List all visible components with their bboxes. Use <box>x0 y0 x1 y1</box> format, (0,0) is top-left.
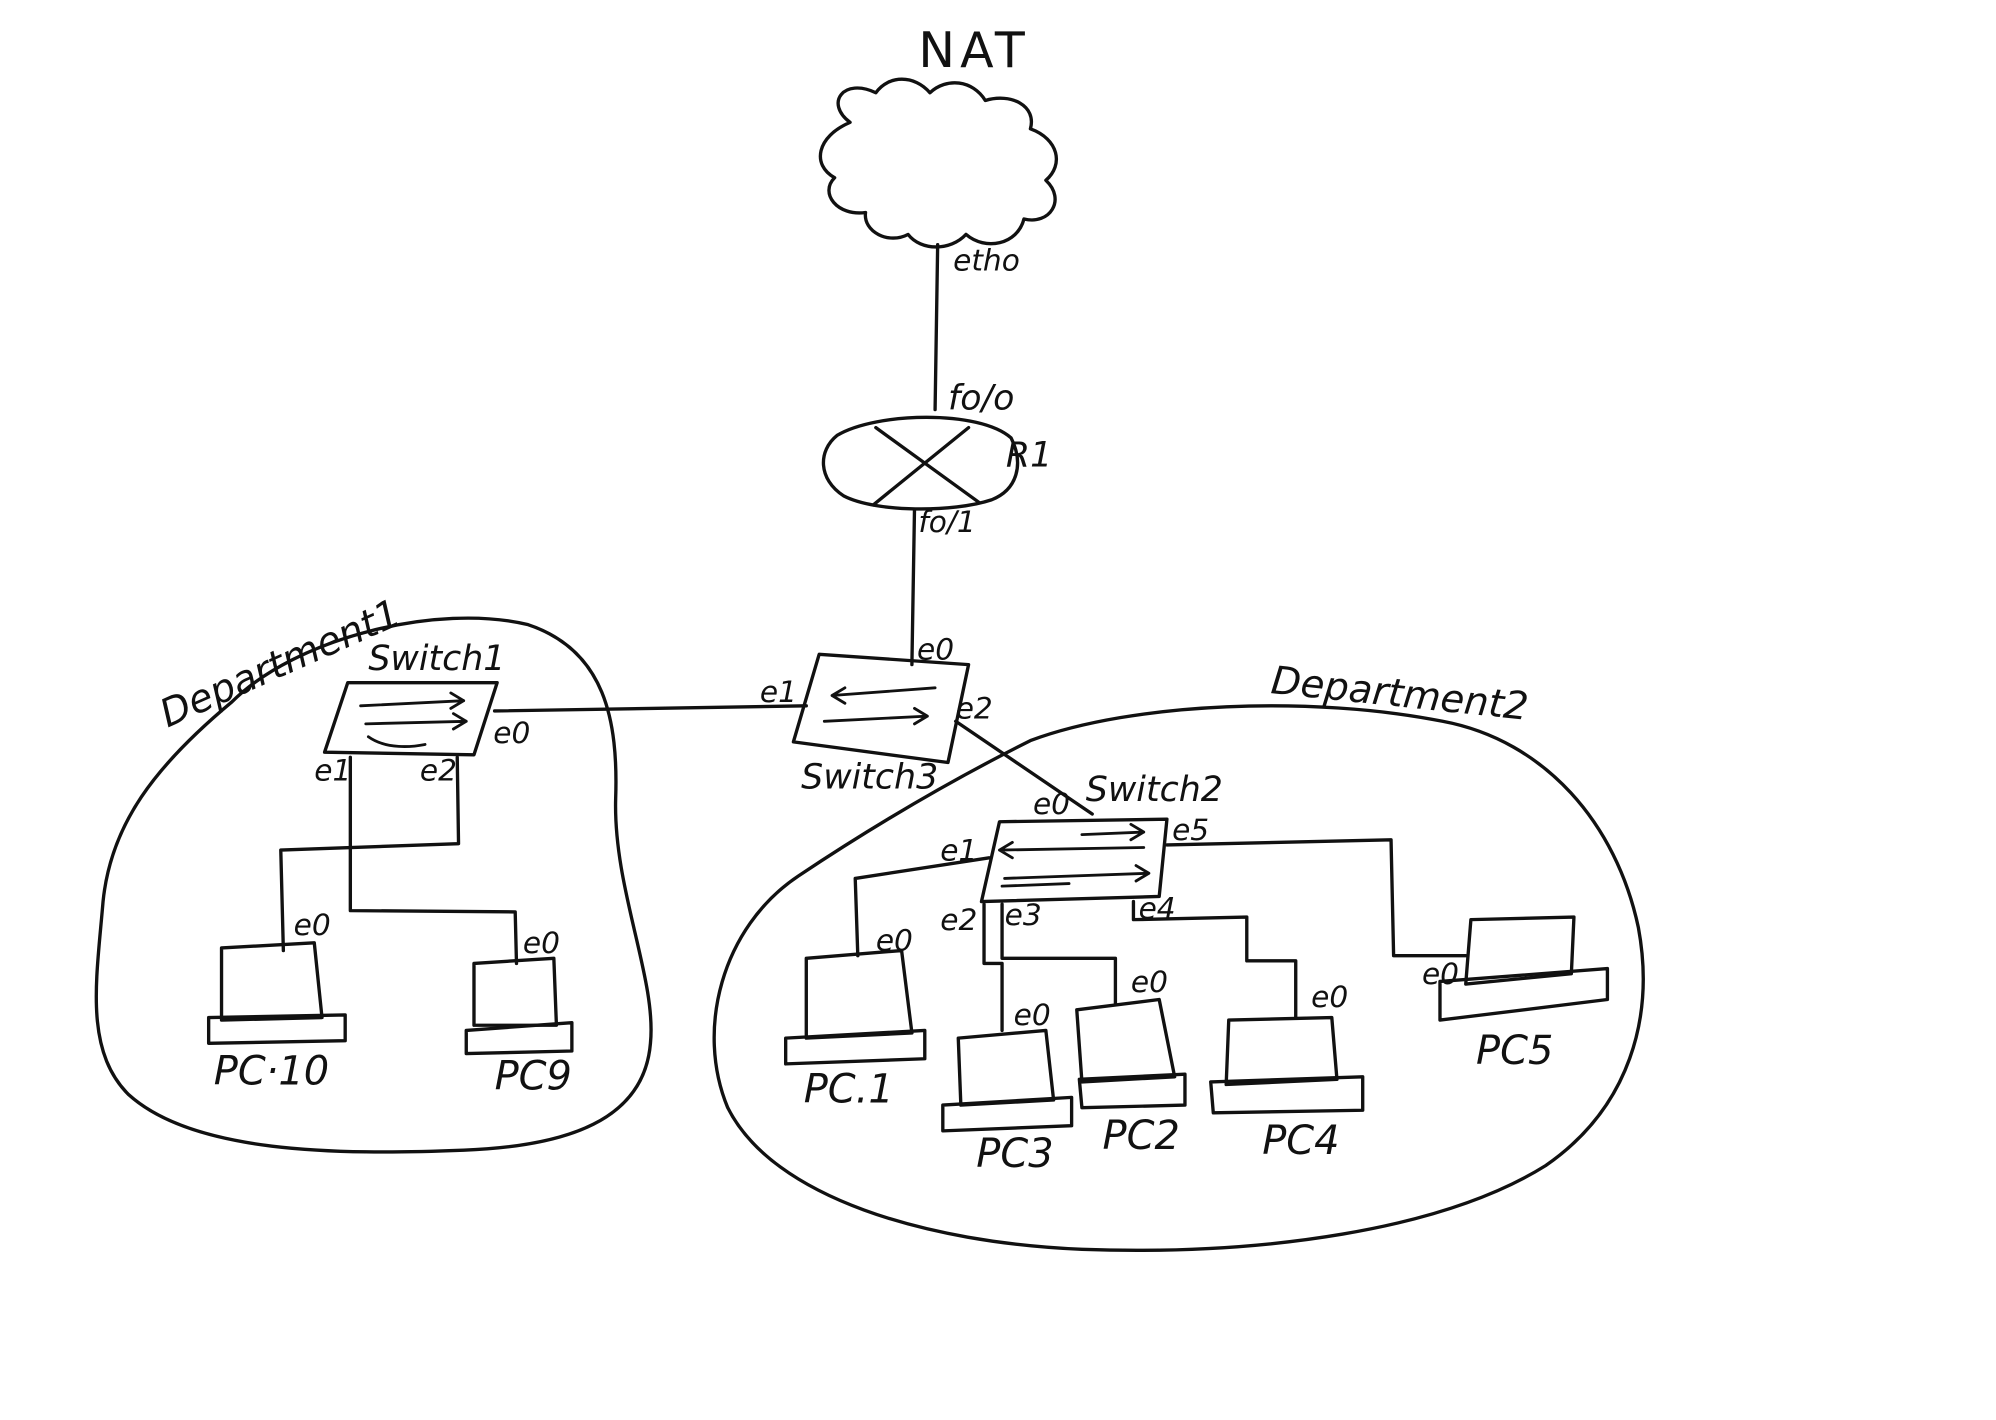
pc2-label: PC2 <box>1103 1113 1180 1159</box>
switch3-port-top-label: e0 <box>917 632 954 666</box>
pc3-port-label: e0 <box>1014 998 1051 1032</box>
link-switch2-pc3 <box>982 902 1004 1033</box>
pc-base-icon <box>1077 1072 1187 1110</box>
link-switch1-pc10 <box>279 755 461 953</box>
switch3-label: Switch3 <box>801 757 938 797</box>
pc1-label: PC.1 <box>804 1067 894 1113</box>
department2-boundary <box>712 704 1645 1252</box>
pc-monitor-icon <box>219 941 324 1022</box>
pc4-port-label: e0 <box>1311 980 1348 1014</box>
switch2-port-top-label: e0 <box>1033 787 1070 821</box>
pc2[interactable]: e0 PC2 <box>1075 965 1187 1159</box>
pc5-port-label: e0 <box>1422 957 1459 991</box>
router-r1[interactable]: fo/o R1 fo/1 <box>821 379 1052 539</box>
pc-base-icon <box>464 1020 574 1056</box>
pc10-port-label: e0 <box>294 908 331 942</box>
switch-arrows-icon <box>822 686 937 726</box>
router-label: R1 <box>1006 435 1052 475</box>
switch2-label: Switch2 <box>1086 770 1223 810</box>
link-switch1-pc9 <box>348 755 519 966</box>
pc-monitor-icon <box>956 1028 1056 1107</box>
link-r1-switch3 <box>910 508 917 667</box>
router-port-top-label: fo/o <box>948 379 1014 419</box>
department1-boundary <box>94 616 653 1154</box>
link-nat-r1 <box>933 243 940 412</box>
switch-icon <box>791 652 971 765</box>
switch3-port-left-label: e1 <box>760 675 797 709</box>
pc4[interactable]: e0 PC4 <box>1209 980 1365 1164</box>
link-switch2-pc2 <box>1000 902 1118 1007</box>
link-switch3-switch1 <box>492 704 808 713</box>
switch-arrows-icon <box>998 822 1151 888</box>
pc-monitor-icon <box>1224 1015 1339 1087</box>
switch2-port-e2-label: e2 <box>940 903 977 937</box>
pc-base-icon <box>206 1013 347 1045</box>
pc3-label: PC3 <box>976 1131 1053 1177</box>
cloud-icon <box>818 77 1058 249</box>
switch2-port-e3-label: e3 <box>1005 898 1042 932</box>
switch-icon <box>979 817 1169 904</box>
nat-cloud-label: NAT <box>918 22 1030 79</box>
pc1[interactable]: e0 PC.1 <box>784 924 927 1113</box>
pc-base-icon <box>1438 966 1610 1022</box>
pc-base-icon <box>1209 1075 1365 1115</box>
pc5[interactable]: e0 PC5 <box>1422 915 1610 1074</box>
pc-monitor-icon <box>1075 997 1177 1084</box>
pc10-label: PC·10 <box>214 1048 329 1094</box>
pc-monitor-icon <box>472 956 559 1027</box>
switch1[interactable]: Switch1 e0 e1 e2 <box>314 639 530 788</box>
pc9-label: PC9 <box>495 1054 572 1100</box>
pc1-port-label: e0 <box>876 924 913 958</box>
router-port-bottom-label: fo/1 <box>918 505 975 539</box>
nat-port-label: etho <box>953 243 1020 277</box>
router-cross-mark <box>871 425 981 507</box>
link-switch2-pc5 <box>1165 838 1468 958</box>
switch3-port-right-label: e2 <box>956 692 993 726</box>
pc10[interactable]: e0 PC·10 <box>206 908 347 1094</box>
pc9-port-label: e0 <box>523 926 560 960</box>
pc5-label: PC5 <box>1476 1028 1553 1074</box>
link-switch3-switch2 <box>954 719 1094 816</box>
router-icon <box>821 415 1020 511</box>
switch3[interactable]: e0 e1 e2 Switch3 <box>760 632 993 797</box>
pc-base-icon <box>784 1028 927 1066</box>
nat-cloud: NAT etho <box>818 22 1058 277</box>
switch1-port-right-label: e0 <box>493 716 530 750</box>
pc9[interactable]: e0 PC9 <box>464 926 574 1100</box>
switch2[interactable]: Switch2 e0 e1 e5 e2 e3 e4 <box>940 770 1223 937</box>
pc4-label: PC4 <box>1262 1118 1339 1164</box>
link-switch2-pc1 <box>853 856 991 958</box>
pc-base-icon <box>941 1095 1074 1133</box>
pc-monitor-icon <box>1464 915 1576 986</box>
switch-icon <box>322 680 499 757</box>
switch1-port-a-label: e1 <box>314 754 351 788</box>
link-switch2-pc4 <box>1131 899 1298 1020</box>
switch2-port-e5-label: e5 <box>1172 813 1209 847</box>
pc-monitor-icon <box>804 948 914 1040</box>
pc2-port-label: e0 <box>1131 965 1168 999</box>
switch1-label: Switch1 <box>368 639 505 679</box>
pc3[interactable]: e0 PC3 <box>941 998 1074 1177</box>
department2-label: Department2 <box>1269 658 1531 730</box>
switch-arrows-icon <box>359 691 468 748</box>
switch1-port-b-label: e2 <box>420 754 457 788</box>
